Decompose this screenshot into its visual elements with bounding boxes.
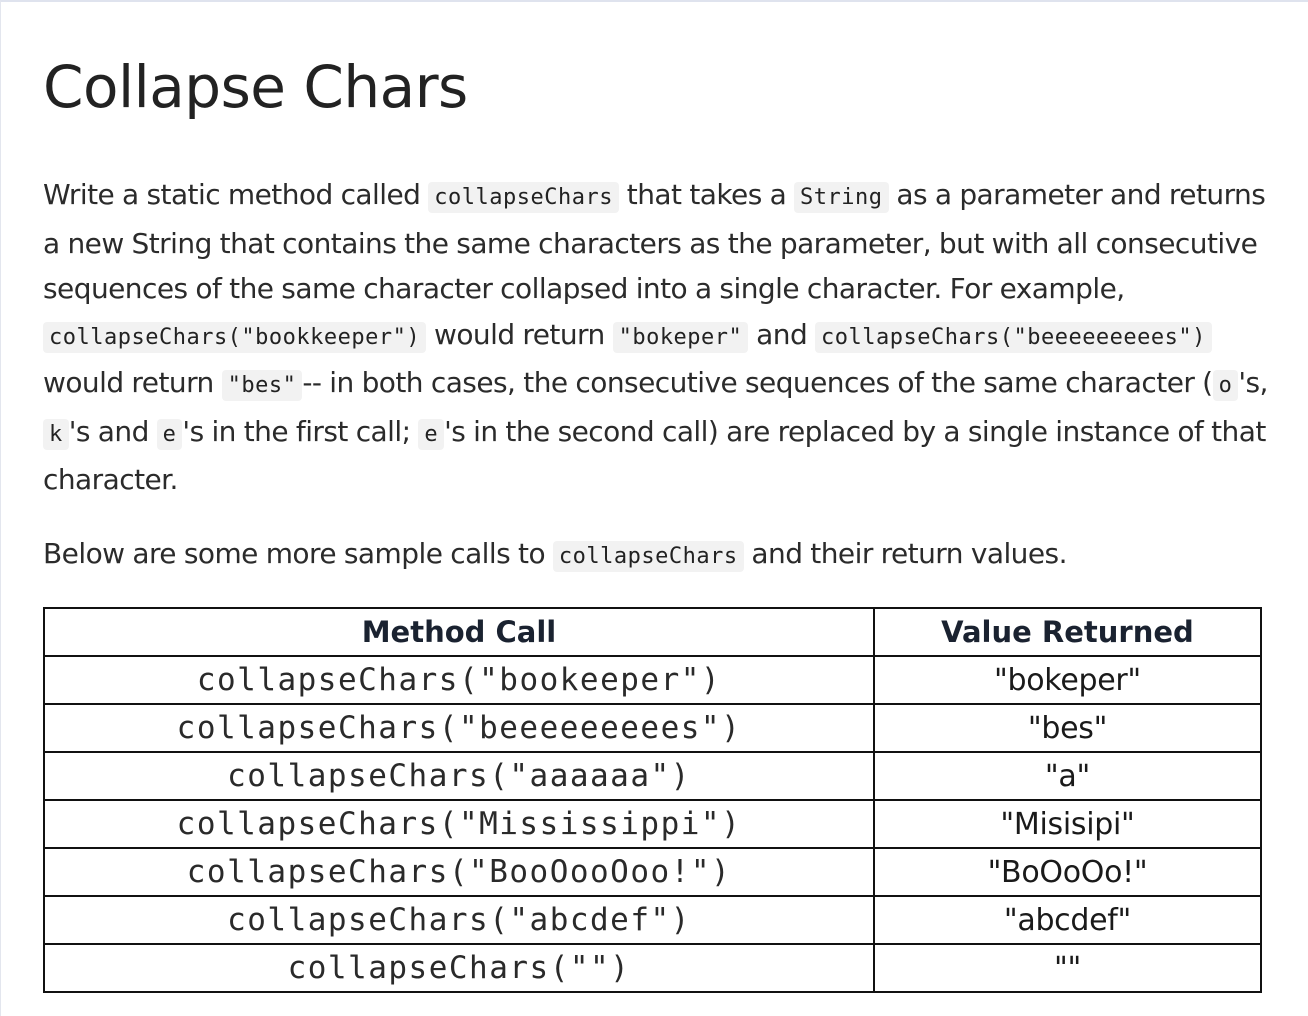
intro-text: and [748,317,816,351]
inline-code: collapseChars [552,540,744,572]
table-header-row: Method Call Value Returned [43,607,1263,657]
return-value-cell: "Misisipi" [872,799,1263,849]
intro-text: Write a static method called [43,178,429,211]
inline-code: collapseChars [428,182,619,213]
sample-calls-table: Method Call Value Returned collapseChars… [43,607,1263,993]
intro-text: 's, [1238,366,1268,399]
table-row: collapseChars("") "" [43,943,1263,993]
return-value-cell: "" [872,943,1263,993]
method-call-cell: collapseChars("Mississippi") [43,799,875,849]
sample-calls-intro: Below are some more sample calls to coll… [43,531,1283,580]
inline-code: o [1212,370,1239,401]
inline-code: k [43,418,69,450]
return-value-cell: "abcdef" [872,895,1263,945]
return-value-cell: "bokeper" [872,655,1263,705]
header-value-returned: Value Returned [872,607,1263,657]
inline-code: "bokeper" [612,321,749,353]
inline-code: collapseChars("bookkeeper") [43,321,427,353]
inline-code: "bes" [221,370,303,401]
header-method-call: Method Call [43,607,875,657]
intro-text: as a parameter and returns a new String … [43,178,1266,305]
table-row: collapseChars("beeeeeeeees") "bes" [43,703,1263,753]
inline-code: e [156,418,183,450]
table-row: collapseChars("Mississippi") "Misisipi" [43,799,1263,849]
method-call-cell: collapseChars("") [43,943,875,993]
intro-text: 's in the first call; [182,414,419,448]
intro-text: would return [43,366,222,399]
problem-description: Write a static method called collapseCha… [43,172,1283,503]
inline-code: String [794,182,889,213]
method-call-cell: collapseChars("abcdef") [43,895,875,945]
table-row: collapseChars("abcdef") "abcdef" [43,895,1263,945]
return-value-cell: "BoOoOo!" [872,847,1263,897]
page: Collapse Chars Write a static method cal… [1,52,1283,993]
method-call-cell: collapseChars("aaaaaa") [43,751,875,801]
table-row: collapseChars("aaaaaa") "a" [43,751,1263,801]
intro-text: 's in the second call) are replaced by a… [43,414,1266,497]
inline-code: e [418,418,445,450]
intro-text: that takes a [618,178,795,211]
intro-text: would return [426,317,613,351]
table-row: collapseChars("bookeeper") "bokeper" [43,655,1263,705]
intro-text: -- in both cases, the consecutive sequen… [302,366,1213,399]
method-call-cell: collapseChars("BooOooOoo!") [43,847,875,897]
intro-text: 's and [68,414,157,448]
page-title: Collapse Chars [43,53,468,121]
table-row: collapseChars("BooOooOoo!") "BoOoOo!" [43,847,1263,897]
return-value-cell: "bes" [872,703,1263,753]
below-text: Below are some more sample calls to [43,536,553,570]
return-value-cell: "a" [872,751,1263,801]
below-text: and their return values. [743,536,1067,570]
inline-code: collapseChars("beeeeeeeees") [815,321,1212,353]
method-call-cell: collapseChars("bookeeper") [43,655,875,705]
method-call-cell: collapseChars("beeeeeeeees") [43,703,875,753]
